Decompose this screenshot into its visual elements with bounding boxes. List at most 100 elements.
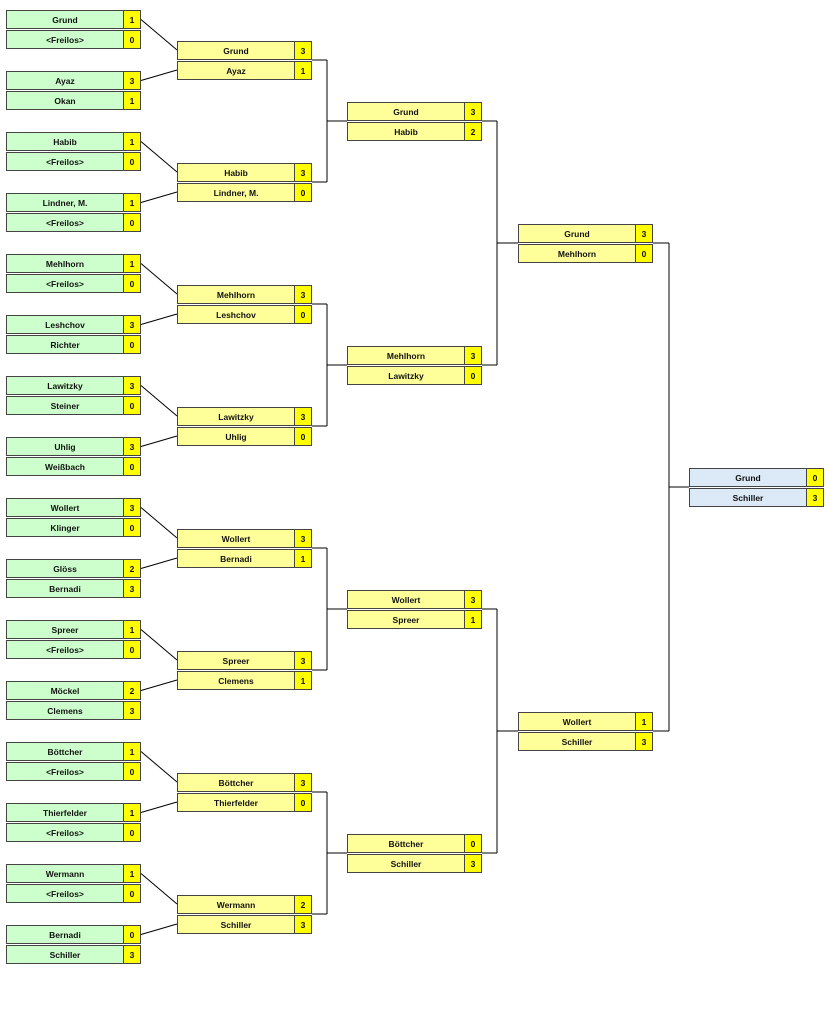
player-name: Grund	[393, 106, 419, 117]
player-name: Richter	[50, 339, 80, 350]
player-name: Clemens	[47, 705, 83, 716]
player-name: <Freilos>	[46, 644, 84, 655]
player-score: 3	[123, 316, 140, 333]
player-name: Uhlig	[54, 441, 76, 452]
player-score: 0	[123, 214, 140, 231]
connector-line	[140, 801, 178, 813]
player-score: 1	[464, 611, 481, 628]
connector-line	[140, 679, 178, 691]
connector-line	[140, 751, 178, 783]
player-name: Bernadi	[49, 583, 81, 594]
bracket-slot: Leshchov 3	[6, 315, 141, 334]
bracket-slot: Mehlhorn 3	[177, 285, 312, 304]
player-name: <Freilos>	[46, 766, 84, 777]
player-score: 3	[123, 438, 140, 455]
player-score: 0	[123, 763, 140, 780]
player-name: Böttcher	[47, 746, 83, 757]
player-score: 0	[123, 885, 140, 902]
player-score: 2	[123, 560, 140, 577]
player-score: 0	[123, 31, 140, 48]
player-name: Habib	[224, 167, 248, 178]
player-score: 3	[806, 489, 823, 506]
player-score: 1	[123, 11, 140, 28]
player-score: 1	[294, 672, 311, 689]
player-score: 3	[294, 408, 311, 425]
player-score: 1	[635, 713, 652, 730]
player-score: 1	[123, 865, 140, 882]
player-name: Klinger	[50, 522, 80, 533]
player-score: 3	[464, 103, 481, 120]
connector-line	[140, 141, 178, 173]
player-name: Leshchov	[45, 319, 85, 330]
player-name: Mehlhorn	[216, 289, 256, 300]
player-name: Clemens	[218, 675, 254, 686]
player-score: 1	[123, 133, 140, 150]
player-name: Böttcher	[388, 838, 424, 849]
bracket-slot: <Freilos>0	[6, 152, 141, 171]
player-score: 1	[123, 194, 140, 211]
connector-line	[140, 313, 178, 325]
player-name: Ayaz	[55, 75, 75, 86]
player-score: 0	[464, 835, 481, 852]
player-name: Schiller	[220, 919, 252, 930]
player-score: 3	[123, 946, 140, 963]
player-score: 0	[123, 458, 140, 475]
player-score: 2	[123, 682, 140, 699]
bracket-slot: Uhlig 3	[6, 437, 141, 456]
connector-line	[140, 435, 178, 447]
player-score: 3	[294, 42, 311, 59]
connector-line	[140, 69, 178, 81]
bracket-slot: Böttcher 0	[347, 834, 482, 853]
player-name: Lindner, M.	[42, 197, 88, 208]
player-score: 3	[635, 225, 652, 242]
bracket-slot: Lawitzky 3	[6, 376, 141, 395]
bracket-slot: <Freilos>0	[6, 640, 141, 659]
player-name: Uhlig	[225, 431, 247, 442]
bracket-slot: Lindner, M. 1	[6, 193, 141, 212]
player-name: Schiller	[390, 858, 422, 869]
bracket-slot: Clemens 3	[6, 701, 141, 720]
player-name: <Freilos>	[46, 34, 84, 45]
player-name: Lawitzky	[47, 380, 83, 391]
player-score: 3	[123, 377, 140, 394]
player-score: 0	[294, 428, 311, 445]
player-score: 3	[294, 286, 311, 303]
player-score: 3	[464, 347, 481, 364]
bracket-slot: <Freilos> 0	[6, 30, 141, 49]
bracket-slot: Clemens 1	[177, 671, 312, 690]
player-name: Mehlhorn	[45, 258, 85, 269]
player-name: Wollert	[50, 502, 80, 513]
connector-line	[140, 191, 178, 203]
player-name: Grund	[564, 228, 590, 239]
player-score: 0	[635, 245, 652, 262]
player-name: Weißbach	[45, 461, 85, 472]
player-score: 1	[294, 550, 311, 567]
player-score: 0	[123, 397, 140, 414]
player-name: Habib	[394, 126, 418, 137]
player-score: 3	[123, 499, 140, 516]
player-score: 3	[123, 702, 140, 719]
